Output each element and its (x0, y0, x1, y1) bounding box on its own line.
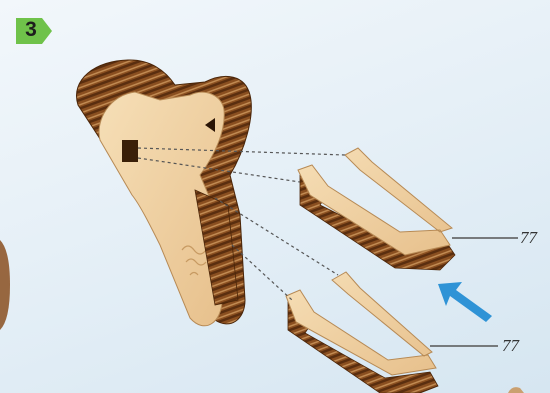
u-piece-lower (286, 272, 438, 393)
edge-piece-left (0, 240, 10, 330)
head-piece (77, 60, 252, 326)
edge-piece-bottom-right (508, 387, 524, 393)
part-label-lower: 77 (502, 336, 519, 356)
arrow-up-left-icon (438, 282, 492, 322)
slot-upper (122, 140, 138, 162)
u-piece-upper (298, 148, 455, 270)
step-badge: 3 (14, 14, 54, 48)
u-piece-lower-face (286, 272, 436, 375)
step-number: 3 (14, 18, 48, 42)
part-label-upper: 77 (520, 228, 537, 248)
